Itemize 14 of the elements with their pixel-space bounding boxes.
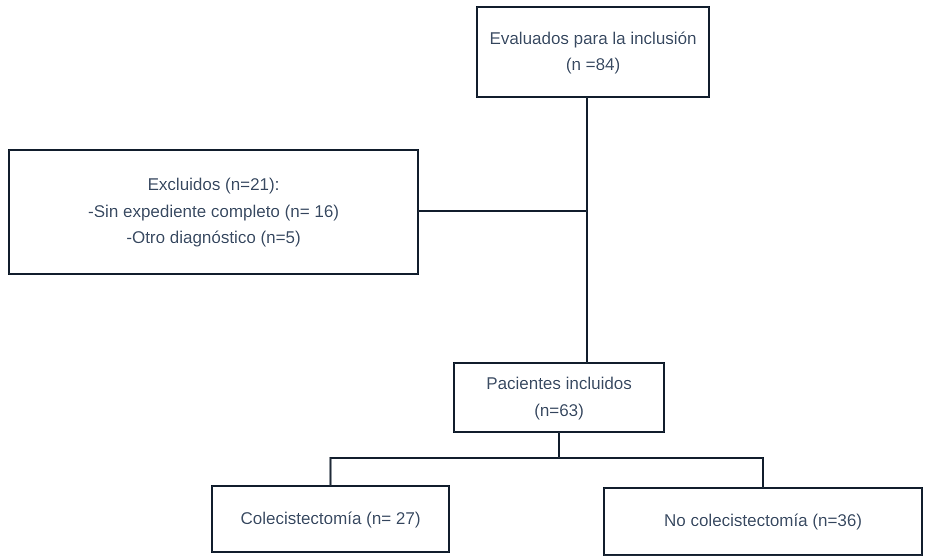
box-text: Colecistectomía (n= 27) [240, 508, 420, 530]
connector-line [558, 433, 764, 487]
process-box [603, 487, 923, 556]
box-text: -Otro diagnóstico (n=5) [126, 227, 301, 250]
process-box [8, 149, 419, 275]
process-box [211, 485, 450, 553]
connector-line [586, 98, 588, 362]
box-text: No colecistectomía (n=36) [664, 510, 862, 532]
process-box [453, 362, 665, 433]
process-box [476, 6, 710, 98]
box-text: -Sin expediente completo (n= 16) [88, 200, 339, 223]
box-text: Pacientes incluidos (n=63) [485, 373, 633, 422]
box-text: Excluidos (n=21): [148, 174, 280, 196]
box-text: Evaluados para la inclusión (n =84) [488, 28, 698, 76]
